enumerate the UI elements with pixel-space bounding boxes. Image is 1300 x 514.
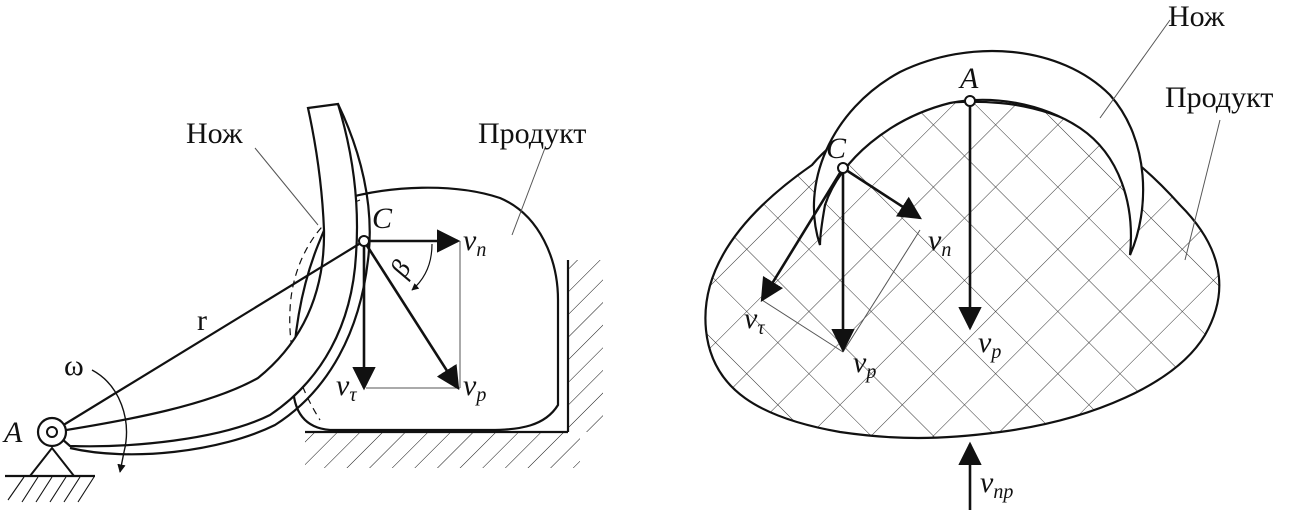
right-product-leader — [1184, 119, 1221, 261]
vpr-label: vпр — [980, 466, 1013, 503]
left-point-c-label: C — [372, 202, 393, 235]
radius-label: r — [197, 304, 207, 337]
right-knife-leader — [1099, 19, 1171, 119]
left-vp-label: vp — [463, 369, 486, 406]
right-parallelogram — [761, 229, 921, 353]
left-knife-leader — [254, 147, 319, 226]
left-point-a-label: A — [2, 416, 23, 449]
beta-arc — [411, 243, 433, 291]
right-point-c-label: C — [826, 132, 847, 165]
right-product-label: Продукт — [1165, 81, 1273, 114]
radius-line — [51, 240, 365, 433]
right-vp-c-label: vp — [853, 346, 876, 383]
point-a-right — [964, 95, 976, 107]
left-product-outline — [291, 186, 560, 432]
pivot-ground — [5, 446, 95, 503]
right-diagram: Нож Продукт A C vn vτ vp vp vпр — [704, 0, 1273, 510]
left-parallelogram — [366, 241, 461, 389]
right-vn-label: vn — [928, 224, 951, 261]
right-vector-vn — [842, 166, 922, 220]
left-vn-label: vn — [463, 224, 486, 261]
left-diagram: Нож Продукт A C r ω β vn vτ vp — [2, 102, 603, 503]
right-knife-label: Нож — [1168, 0, 1225, 33]
left-wall — [566, 260, 603, 432]
omega-arrow — [91, 369, 128, 473]
right-knife — [812, 49, 1145, 256]
left-vtau-label: vτ — [336, 369, 357, 406]
left-knife-label: Нож — [186, 117, 243, 150]
right-vtau-label: vτ — [744, 302, 765, 339]
right-vp-a-label: vp — [978, 326, 1001, 363]
right-vector-vtau — [760, 167, 845, 302]
pivot-a — [36, 416, 68, 448]
right-point-a-label: A — [958, 62, 979, 95]
left-knife — [51, 102, 371, 456]
left-product-label: Продукт — [478, 117, 586, 150]
left-floor — [305, 430, 580, 468]
vector-vp — [362, 240, 460, 390]
point-c-left — [358, 235, 370, 247]
point-c-right — [837, 162, 849, 174]
omega-label: ω — [64, 349, 84, 382]
left-product-leader — [511, 147, 546, 236]
